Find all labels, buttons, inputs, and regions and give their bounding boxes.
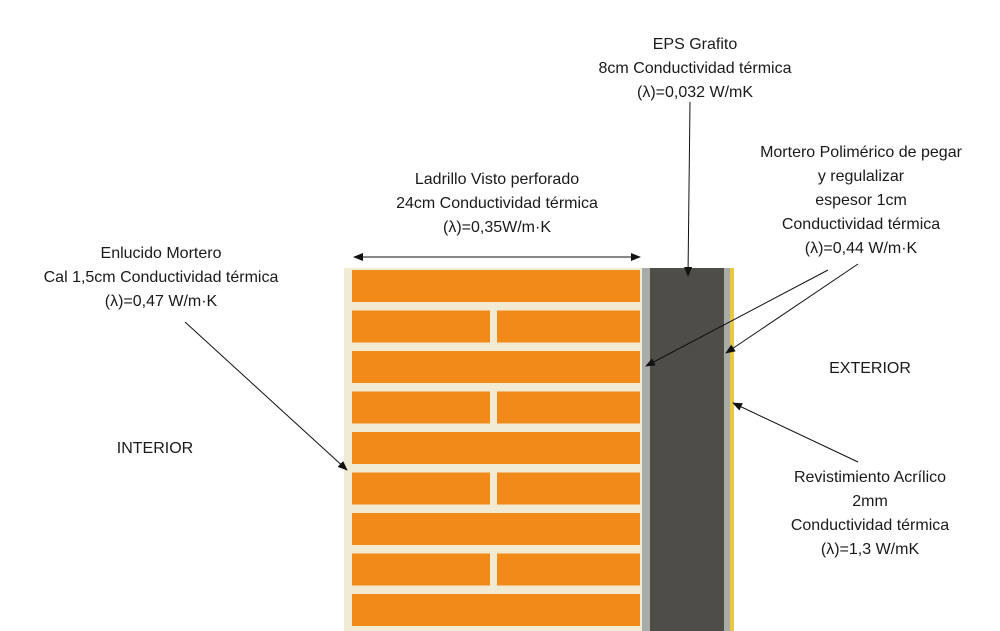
coating-label: Revistimiento Acrílico 2mm Conductividad… [760,466,980,562]
coating-leader-line [732,402,859,463]
plaster-leader-line [184,321,348,471]
plaster-label-line-1: Enlucido Mortero [100,245,222,262]
brick-3-0 [352,391,490,424]
eps-leader-line [684,101,693,277]
brick-courses [352,270,640,626]
brick-8-0 [352,594,640,626]
brick-label-line-2: 24cm Conductividad térmica [396,195,598,212]
adhesive-mortar-outer-layer [724,268,730,631]
brick-7-0 [352,553,490,586]
mortar-adhesive-label: Mortero Polimérico de pegar y regulaliza… [728,141,994,261]
exterior-label: EXTERIOR [829,360,911,377]
eps-label: EPS Grafito 8cm Conductividad térmica (λ… [575,33,815,105]
plaster-label: Enlucido Mortero Cal 1,5cm Conductividad… [0,242,322,314]
mortar-inner-leader-line [645,269,829,367]
coating-label-line-2: 2mm [852,493,888,510]
brick-label: Ladrillo Visto perforado 24cm Conductivi… [362,168,632,240]
brick-1-0 [352,310,490,343]
eps-label-line-1: EPS Grafito [652,36,738,53]
mortar-label-line-3: espesor 1cm [815,192,907,209]
brick-label-line-3: (λ)=0,35W/m·K [442,219,551,236]
coating-label-line-4: (λ)=1,3 W/mK [820,541,920,558]
brick-7-1 [497,553,640,586]
brick-label-line-1: Ladrillo Visto perforado [414,171,580,188]
acrylic-coating-layer [730,268,734,631]
eps-label-line-2: 8cm Conductividad térmica [598,60,792,77]
brick-0-0 [352,270,640,302]
interior-label: INTERIOR [116,440,194,457]
mortar-label-line-4: Conductividad térmica [781,216,941,233]
brick-6-0 [352,513,640,545]
brick-1-1 [497,310,640,343]
brick-2-0 [352,351,640,383]
eps-label-line-3: (λ)=0,032 W/mK [636,84,754,101]
eps-insulation-layer [650,268,724,631]
coating-label-line-3: Conductividad térmica [790,517,950,534]
mortar-label-line-1: Mortero Polimérico de pegar [760,144,962,161]
plaster-layer [344,268,352,631]
coating-label-line-1: Revistimiento Acrílico [793,469,947,486]
brick-5-0 [352,472,490,505]
mortar-label-line-5: (λ)=0,44 W/m·K [804,240,918,257]
mortar-label-line-2: y regulalizar [817,168,905,185]
mortar-outer-leader-line [725,263,859,354]
brick-4-0 [352,432,640,464]
adhesive-mortar-inner-layer [642,268,650,631]
brick-5-1 [497,472,640,505]
plaster-label-line-3: (λ)=0,47 W/m·K [104,293,218,310]
brick-3-1 [497,391,640,424]
plaster-label-line-2: Cal 1,5cm Conductividad térmica [43,269,279,286]
